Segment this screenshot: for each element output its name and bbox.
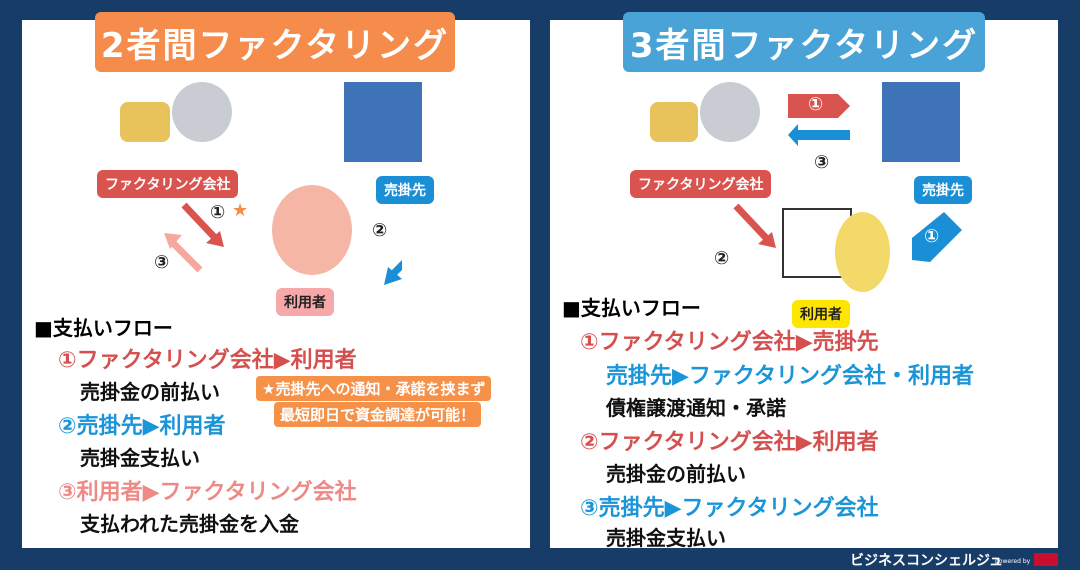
arrow-1-diagonal [912, 212, 962, 262]
flow-3-title: ③売掛先▶ファクタリング会社 [580, 496, 879, 521]
step-number: ② [714, 248, 730, 269]
businessman-illustration [172, 82, 232, 142]
flow-2-desc: 売掛金の前払い [606, 462, 746, 486]
flow-2-desc: 売掛金支払い [80, 446, 200, 470]
client-label: 売掛先 [376, 176, 434, 204]
building-illustration [344, 82, 422, 162]
partner-logo [1034, 553, 1058, 566]
flow-1-desc: 売掛金の前払い [80, 380, 220, 404]
flow-heading: ■支払いフロー [34, 316, 173, 340]
user-label: 利用者 [792, 300, 850, 328]
flow-1-title: ①ファクタリング会社▶利用者 [58, 348, 357, 373]
step-number: ③ [814, 152, 830, 173]
businessman-illustration [700, 82, 760, 142]
building-illustration [882, 82, 960, 162]
coins-illustration [120, 102, 170, 142]
arrow-2 [733, 203, 776, 248]
flow-2-title: ②ファクタリング会社▶利用者 [580, 430, 879, 455]
star-icon: ★ [232, 200, 249, 221]
flow-1-title: ①ファクタリング会社▶売掛先 [580, 330, 879, 355]
flow-3-desc: 支払われた売掛金を入金 [80, 512, 299, 536]
panel-title: 3者間ファクタリング [623, 12, 985, 72]
panel-title: 2者間ファクタリング [95, 12, 455, 72]
user-label: 利用者 [276, 288, 334, 316]
note-line-1: ★売掛先への通知・承諾を挟まず [256, 376, 492, 401]
brand-logo-text: ビジネスコンシェルジュ [850, 553, 1004, 569]
arrow-2 [389, 260, 402, 278]
flow-1-desc: 債権譲渡通知・承諾 [606, 396, 786, 420]
arrow-3 [788, 124, 850, 146]
user-illustration [835, 212, 890, 292]
step-number: ① [924, 226, 940, 247]
arrow-1 [181, 202, 220, 243]
step-number: ② [372, 220, 388, 241]
flow-1-title-2: 売掛先▶ファクタリング会社・利用者 [606, 364, 975, 389]
coins-illustration [650, 102, 698, 142]
step-number: ① [808, 94, 824, 115]
powered-by-text: powered by [995, 558, 1031, 565]
arrow-1 [788, 94, 850, 118]
factoring-company-label: ファクタリング会社 [630, 170, 772, 198]
two-party-panel: 2者間ファクタリング ファクタリング会社 売掛先 利用者 ① ★ ② ③ ■支払… [22, 12, 530, 548]
flow-heading: ■支払いフロー [562, 296, 701, 320]
flow-arrows [164, 202, 402, 285]
step-number: ① [210, 202, 226, 223]
note-line-2: 最短即日で資金調達が可能！ [274, 402, 482, 427]
flow-3-desc: 売掛金支払い [606, 526, 726, 550]
three-party-panel: 3者間ファクタリング ① ③ ファクタリング会社 売掛先 ② 利用者 ① ■支払… [550, 12, 1058, 550]
client-label: 売掛先 [914, 176, 972, 204]
step-number: ③ [154, 252, 170, 273]
factoring-company-label: ファクタリング会社 [97, 170, 239, 198]
arrows-top [788, 94, 850, 146]
flow-3-title: ③利用者▶ファクタリング会社 [58, 480, 357, 505]
user-illustration [272, 185, 352, 275]
arrow-3 [167, 237, 203, 273]
flow-2-title: ②売掛先▶利用者 [58, 414, 226, 439]
